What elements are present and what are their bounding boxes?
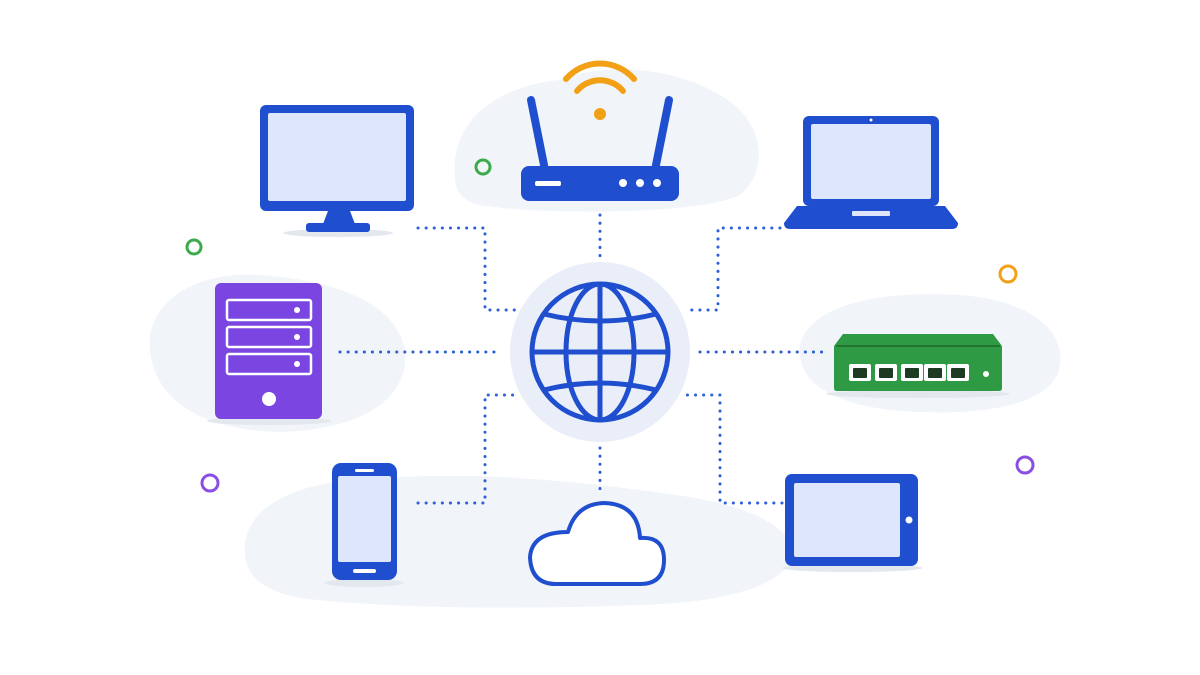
- network-switch-icon: [826, 334, 1010, 398]
- connector-phone: [416, 393, 517, 505]
- connector-laptop: [684, 226, 782, 312]
- connector-tablet: [684, 393, 784, 505]
- desktop-monitor-icon: [260, 105, 414, 237]
- server-tower-icon: [207, 283, 331, 425]
- orange-ring-icon: [998, 264, 1018, 284]
- tablet-icon: [782, 474, 922, 572]
- green-ring-icon: [474, 158, 492, 176]
- smartphone-icon: [324, 463, 404, 587]
- cloud-icon: [528, 501, 666, 586]
- connectors: [338, 213, 824, 505]
- laptop-icon: [784, 116, 958, 229]
- purple-ring-icon: [1015, 455, 1035, 475]
- purple-ring-icon: [200, 473, 220, 493]
- globe-hub: [510, 262, 690, 442]
- wifi-signal-icon: [563, 60, 637, 120]
- decorative-rings: [185, 158, 1035, 493]
- bottom-blob: [244, 475, 793, 608]
- wifi-router-icon: [521, 60, 679, 201]
- connector-desktop: [416, 226, 517, 312]
- globe-icon: [529, 281, 671, 423]
- green-ring-icon: [185, 238, 203, 256]
- ethernet-ports: [849, 364, 969, 381]
